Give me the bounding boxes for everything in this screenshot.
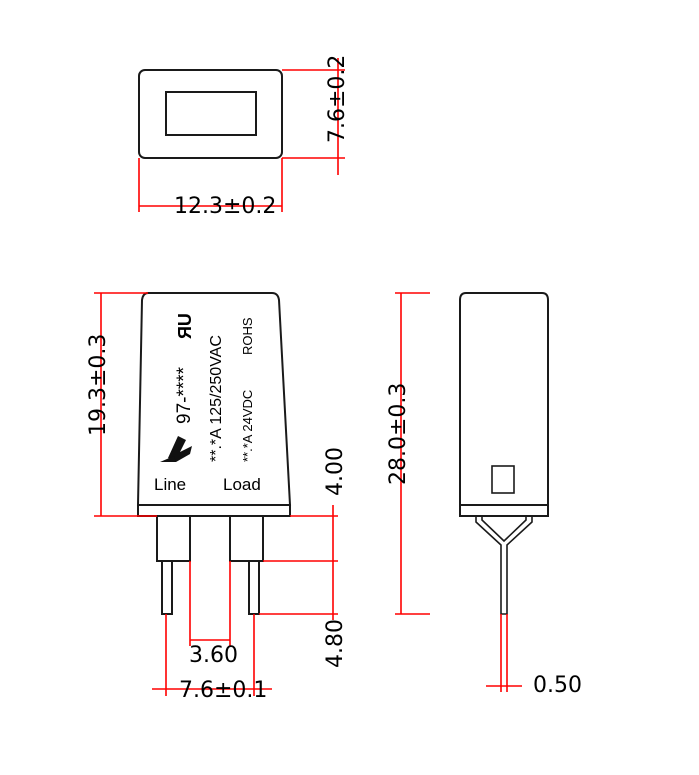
pin-load-shoulder bbox=[229, 515, 264, 562]
pin-line-shoulder bbox=[156, 515, 191, 562]
top-view-body bbox=[138, 69, 283, 159]
front-view-base bbox=[137, 504, 291, 517]
side-view-lead bbox=[475, 516, 533, 615]
top-view-window bbox=[165, 91, 257, 136]
dim-total-height: 28.0±0.3 bbox=[386, 383, 411, 485]
dim-pin-gap: 3.60 bbox=[189, 643, 238, 668]
part-number: 97-**** bbox=[174, 366, 195, 424]
pin-line-lead bbox=[161, 560, 173, 615]
rating-dc: **.*A 24VDC bbox=[240, 390, 255, 462]
rohs-mark: ROHS bbox=[240, 317, 255, 355]
dim-body-height: 19.3±0.3 bbox=[86, 334, 111, 436]
dim-top-height: 7.6±0.2 bbox=[325, 55, 350, 143]
side-view-window bbox=[491, 465, 515, 494]
top-view: 12.3±0.2 7.6±0.2 bbox=[138, 55, 350, 219]
side-view-base bbox=[459, 504, 549, 517]
cert-mark: ЯU bbox=[175, 313, 195, 339]
dim-top-width: 12.3±0.2 bbox=[174, 194, 276, 219]
dim-pin-pitch: 7.6±0.1 bbox=[179, 678, 267, 703]
front-view: 97-**** ЯU **.*A 125/250VAC **.*A 24VDC … bbox=[86, 292, 348, 703]
dim-lead-length: 4.80 bbox=[323, 619, 348, 668]
label-line: Line bbox=[154, 475, 186, 494]
brand-logo bbox=[160, 436, 192, 462]
dim-lead-step: 4.00 bbox=[323, 447, 348, 496]
dim-lead-thickness: 0.50 bbox=[533, 673, 582, 698]
side-view-body bbox=[459, 292, 549, 506]
rating-ac: **.*A 125/250VAC bbox=[208, 335, 225, 462]
side-view: 28.0±0.3 0.50 bbox=[386, 292, 582, 698]
pin-load-lead bbox=[248, 560, 260, 615]
label-load: Load bbox=[223, 475, 261, 494]
